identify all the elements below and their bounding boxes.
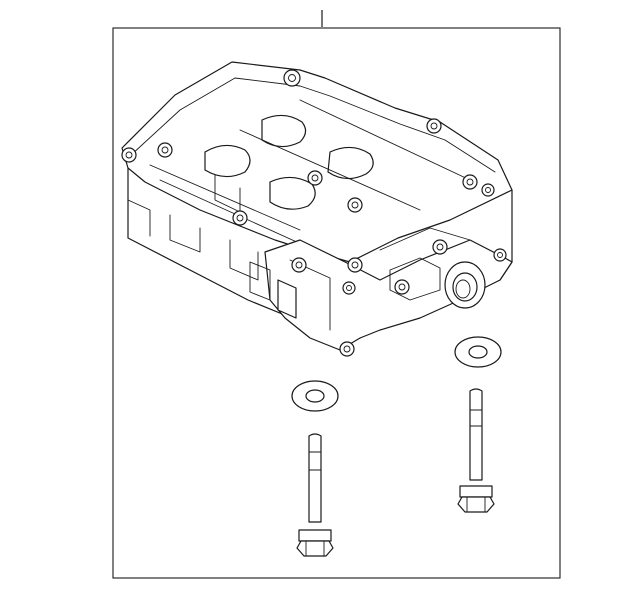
oil-pump-assembly [121, 61, 513, 357]
gasket-right [454, 336, 502, 368]
gasket-left [291, 380, 339, 412]
bolt-left [296, 433, 334, 557]
bolt-right [457, 388, 495, 513]
diagram-frame [112, 27, 561, 579]
